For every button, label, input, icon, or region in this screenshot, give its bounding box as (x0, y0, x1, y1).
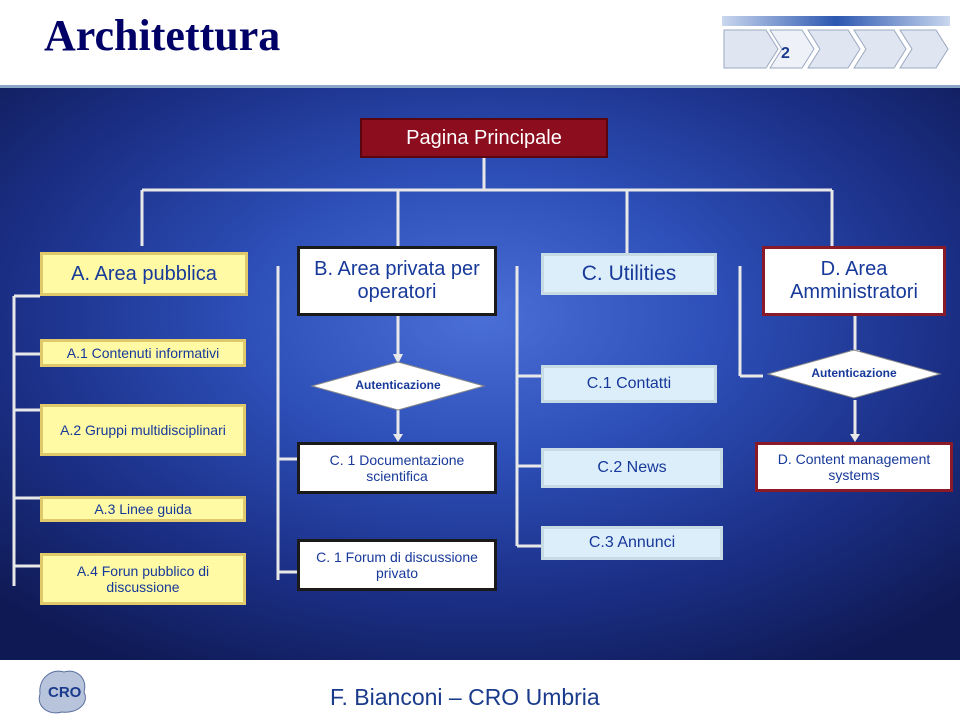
node-area-privata: B. Area privata per operatori (297, 246, 497, 316)
logo-text: CRO (48, 684, 82, 701)
node-a1: A.1 Contenuti informativi (40, 339, 246, 367)
node-area-pubblica: A. Area pubblica (40, 252, 248, 296)
node-area-amministratori: D. Area Amministratori (762, 246, 946, 316)
node-b2: C. 1 Forum di discussione privato (297, 539, 497, 591)
node-d1: D. Content management systems (755, 442, 953, 492)
page-title: Architettura (44, 11, 281, 60)
footer (0, 660, 960, 720)
node-a4: A.4 Forun pubblico di discussione (40, 553, 246, 605)
node-a3: A.3 Linee guida (40, 496, 246, 522)
header-divider (0, 85, 960, 88)
node-c1: C.1 Contatti (541, 365, 717, 403)
node-c3: C.3 Annunci (541, 526, 723, 560)
auth-label-d: Autenticazione (811, 366, 897, 381)
node-utilities: C. Utilities (541, 253, 717, 295)
auth-diamond-d (766, 349, 942, 399)
header-decor-bar (722, 16, 950, 26)
chevron-progress-icon (723, 29, 949, 69)
footer-author: F. Bianconi – CRO Umbria (330, 684, 600, 710)
diagram-connectors (12, 158, 860, 586)
slide-number: 2 (781, 45, 790, 62)
node-c2: C.2 News (541, 448, 723, 488)
auth-label-b: Autenticazione (355, 378, 441, 393)
auth-diamond-b (310, 361, 486, 411)
root-node: Pagina Principale (360, 118, 608, 158)
node-b1: C. 1 Documentazione scientifica (297, 442, 497, 494)
cro-logo-icon (38, 670, 86, 714)
node-a2: A.2 Gruppi multidisciplinari (40, 404, 246, 456)
